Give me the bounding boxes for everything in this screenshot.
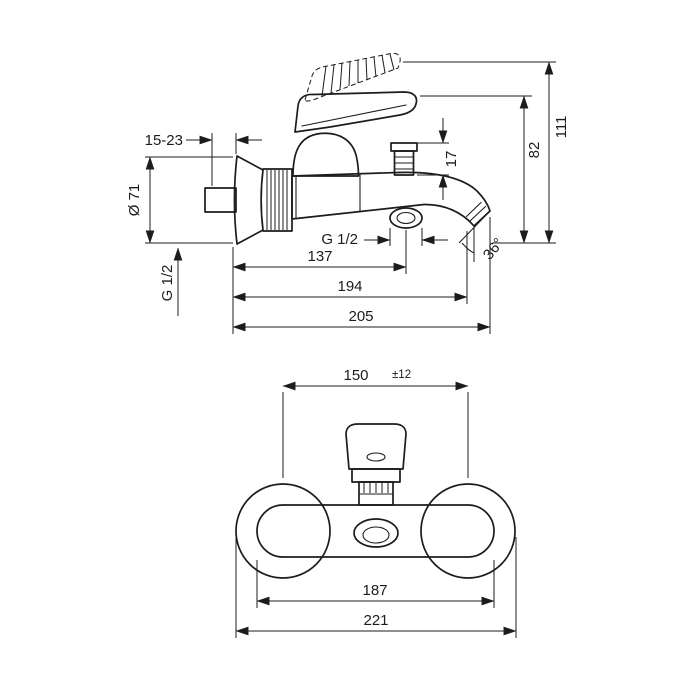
dim-label-spout-angle: 36°	[480, 235, 508, 263]
escutcheon	[233, 155, 264, 245]
dim-thread-outlet: G 1/2	[321, 228, 448, 248]
wall-nipple	[204, 187, 237, 213]
dim-escutcheon-diameter: Ø 71	[126, 156, 233, 244]
left-escutcheon-circle	[235, 483, 331, 579]
right-escutcheon-circle	[420, 483, 516, 579]
dim-label-centers: 150	[343, 367, 368, 384]
front-body	[256, 504, 495, 558]
shower-outlet-stub	[390, 142, 418, 176]
front-outlet	[353, 518, 399, 548]
dim-label-centers-tolerance: ±12	[392, 369, 411, 381]
bottom-outlet	[389, 207, 423, 229]
lever-contour	[301, 104, 407, 127]
dim-label-thread-outlet: G 1/2	[321, 231, 358, 248]
dim-label-total-width: 221	[363, 612, 388, 629]
dim-label-height-handle: 82	[526, 142, 543, 159]
dim-label-reach-total: 205	[348, 308, 373, 325]
dim-wall-range: 15-23	[145, 132, 262, 186]
dim-label-thread-wall: G 1/2	[159, 265, 176, 302]
dim-height-max: 111	[403, 61, 570, 244]
faucet-body-spout	[291, 171, 491, 227]
dim-reach-group: 137 194 205	[232, 217, 491, 334]
dim-label-reach-outlet: 137	[307, 248, 332, 265]
dim-label-outlet-height: 17	[443, 151, 460, 168]
dim-label-diameter: Ø 71	[126, 184, 143, 217]
dim-outlet-height: 17	[417, 118, 460, 200]
dim-label-body-width: 187	[362, 582, 387, 599]
handle-dome	[292, 132, 360, 177]
front-view: 150 ±12 187 221	[235, 367, 517, 638]
dim-label-reach-aerator: 194	[337, 278, 362, 295]
dim-label-wall-range: 15-23	[145, 132, 183, 149]
front-handle-cap	[345, 423, 407, 470]
aerator-face	[465, 201, 487, 222]
dim-total-width: 221	[235, 537, 517, 638]
union-nut	[262, 168, 293, 232]
handle-cap-detail	[366, 452, 386, 462]
dim-height-handle: 82	[420, 95, 543, 244]
side-view: 15-23 Ø 71 G 1/2 111 82	[126, 52, 570, 334]
lever-handle	[294, 91, 418, 133]
front-cartridge-neck	[351, 468, 401, 506]
lever-raised-range	[304, 52, 401, 102]
dim-label-height-max: 111	[553, 116, 570, 139]
dim-centers: 150 ±12	[282, 367, 469, 478]
dim-thread-wall: G 1/2	[159, 247, 183, 316]
dim-body-width: 187	[256, 560, 495, 608]
